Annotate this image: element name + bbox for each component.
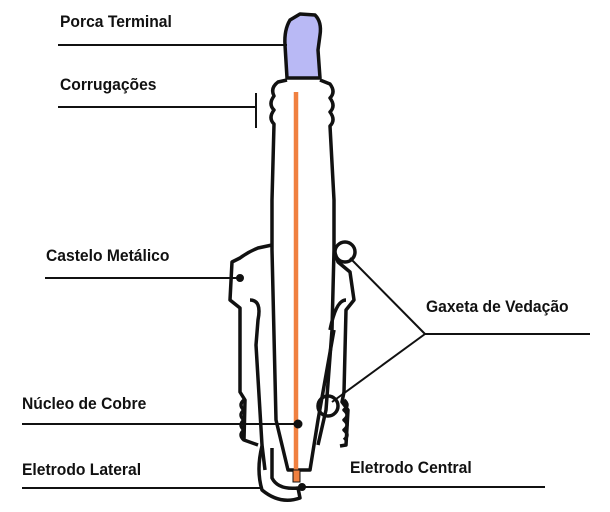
label-eletrodo-lateral: Eletrodo Lateral: [22, 460, 142, 479]
leader-gaxeta-lower: [331, 333, 426, 403]
insulator-nose: [270, 249, 336, 472]
terminal-nut: [283, 12, 323, 80]
threads-right: [342, 398, 349, 442]
label-porca-terminal: Porca Terminal: [60, 12, 172, 31]
label-nucleo-cobre: Núcleo de Cobre: [22, 394, 147, 413]
metal-shell-left: [228, 243, 273, 471]
threads-left: [239, 398, 246, 442]
label-gaxeta-vedacao: Gaxeta de Vedação: [426, 297, 569, 316]
center-electrode: [292, 469, 301, 483]
label-corrugacoes: Corrugações: [60, 75, 157, 94]
label-eletrodo-central: Eletrodo Central: [350, 458, 472, 477]
lower-gasket: [316, 394, 340, 418]
side-electrode: [257, 445, 302, 502]
upper-gasket: [333, 240, 357, 264]
insulator: [269, 78, 336, 250]
label-castelo-metalico: Castelo Metálico: [46, 246, 170, 265]
leader-gaxeta-upper: [349, 257, 426, 335]
